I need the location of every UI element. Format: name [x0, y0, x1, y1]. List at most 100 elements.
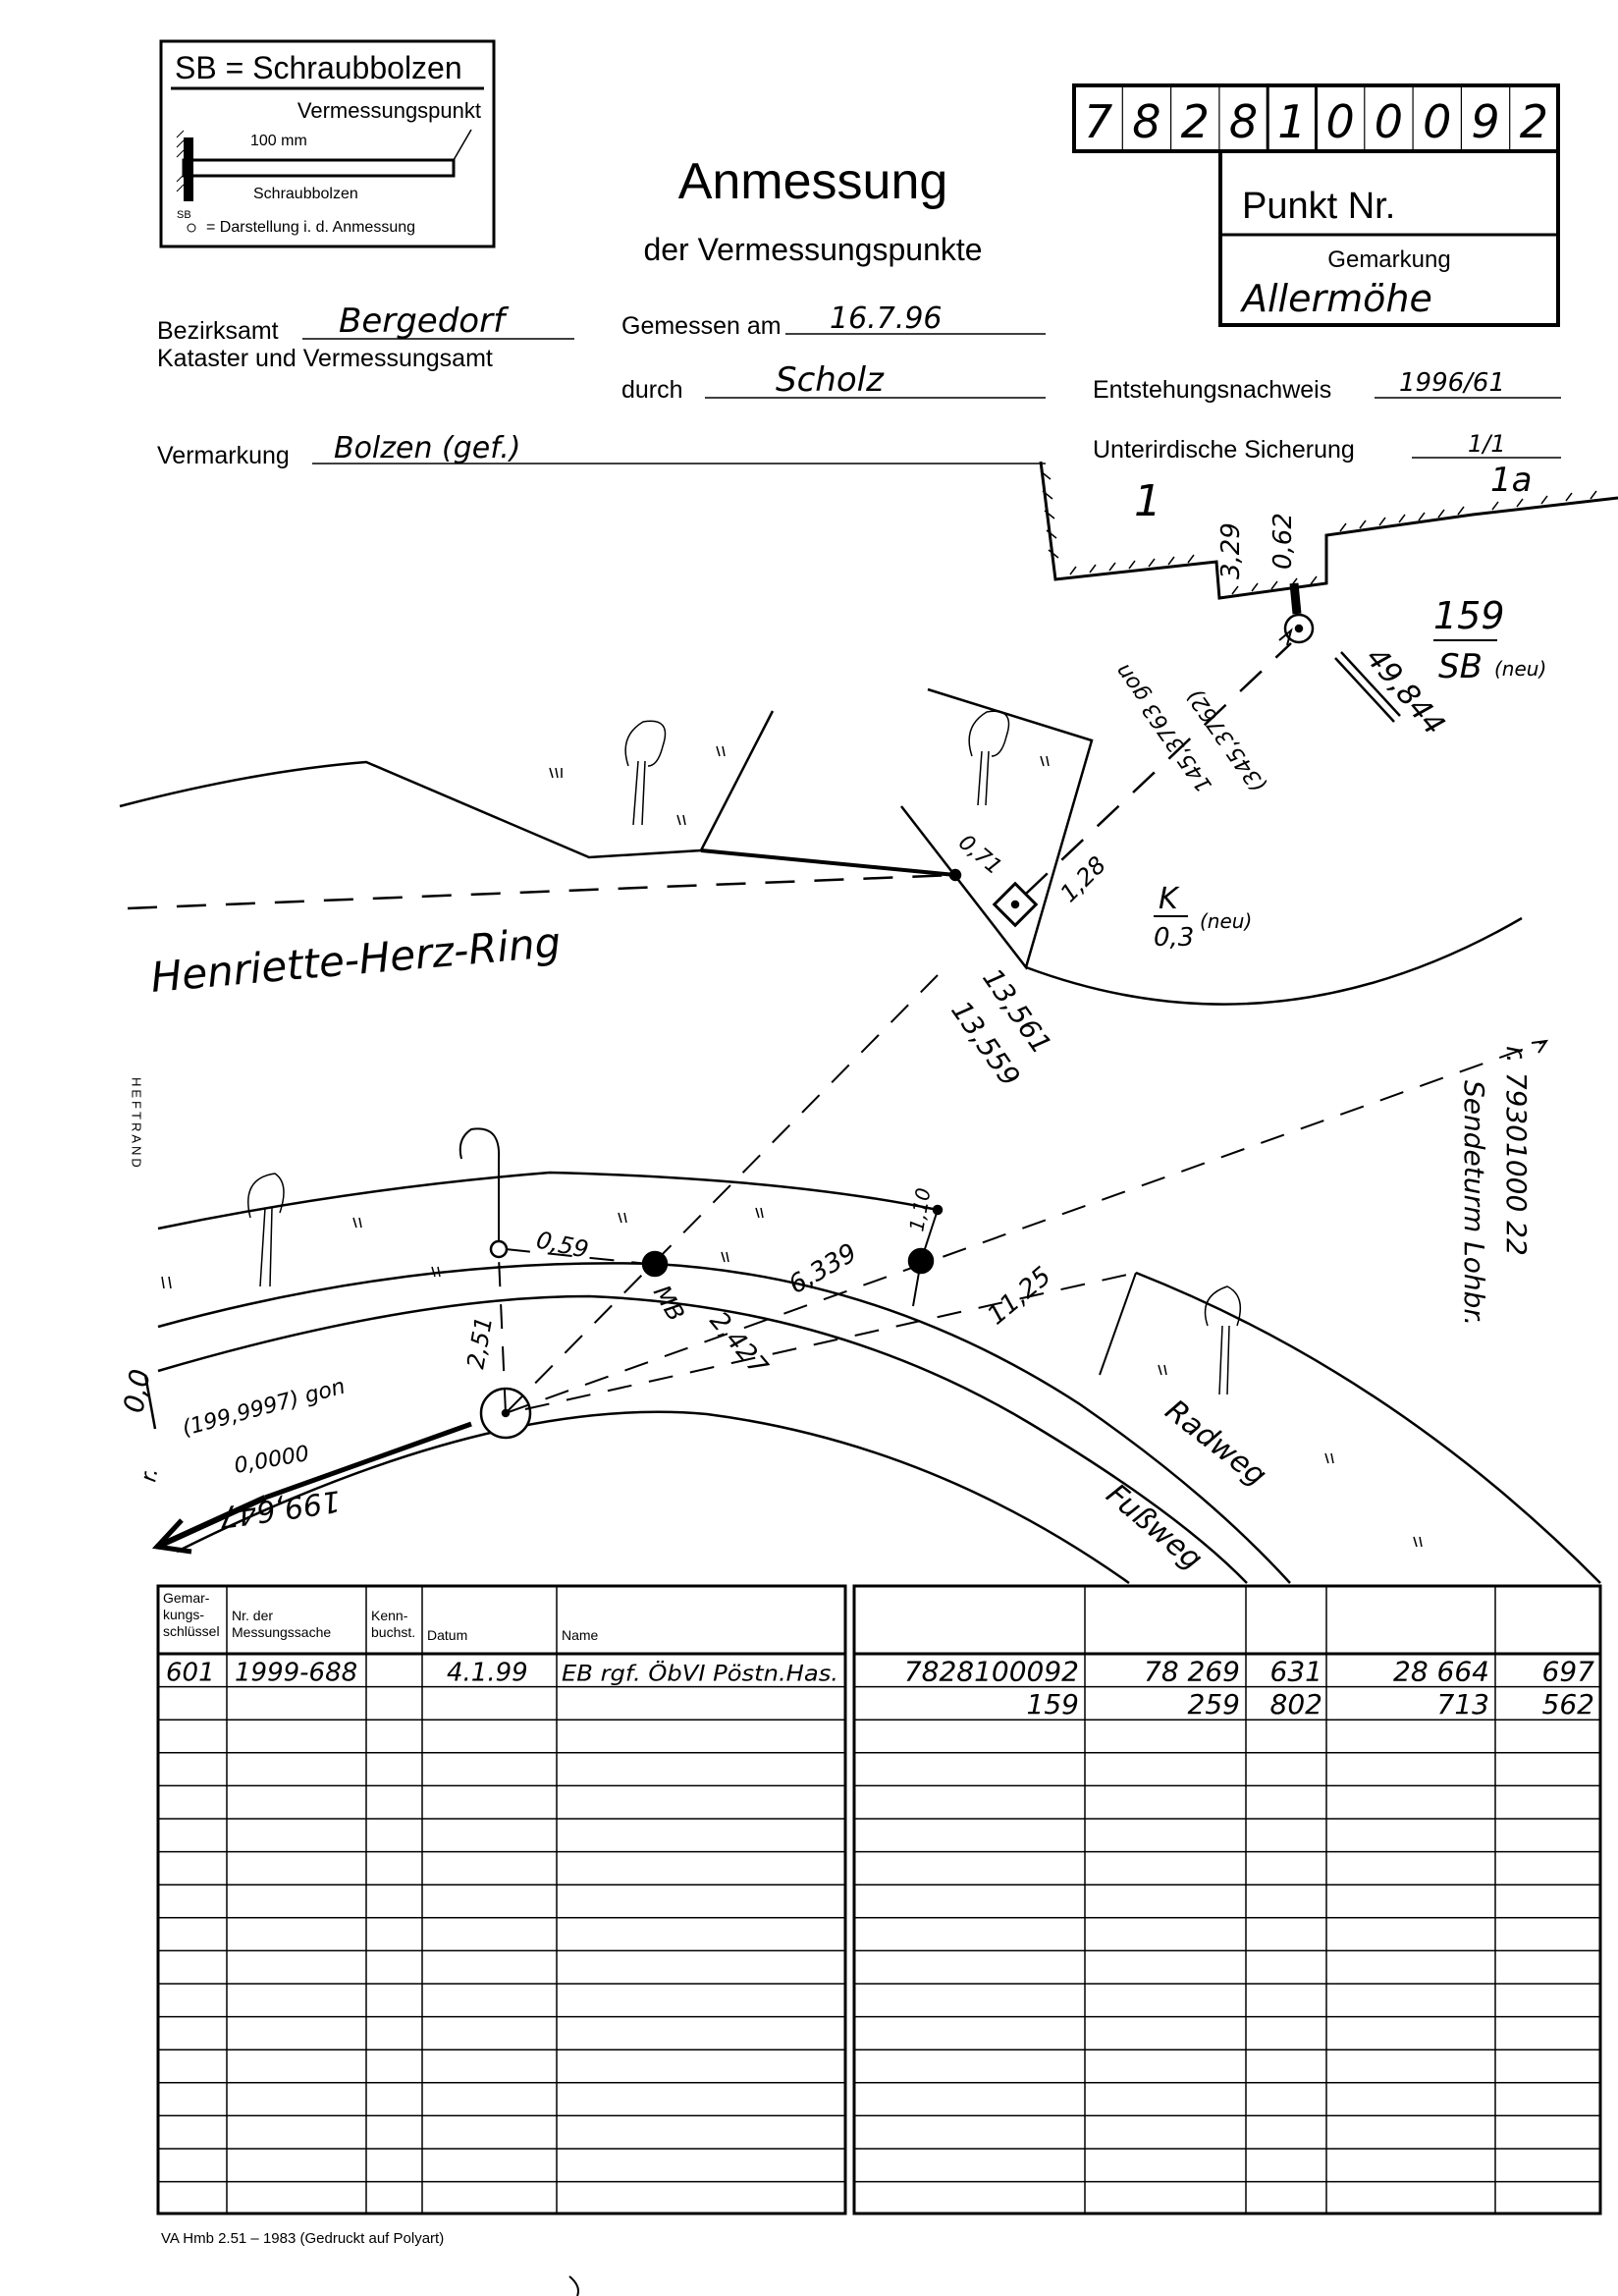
bezirksamt-label: Bezirksamt [157, 317, 279, 345]
dist-1125: 11,25 [982, 1262, 1056, 1332]
legend-vermessungspunkt: Vermessungspunkt [297, 98, 481, 123]
form-fields: Bezirksamt Bergedorf Kataster und Vermes… [157, 301, 1561, 469]
punkt-digit: 8 [1132, 95, 1160, 148]
punkt-digit: 9 [1471, 95, 1499, 148]
table-row: 159 259 802 713 562 [1027, 1688, 1594, 1721]
cell-schluessel: 601 [166, 1659, 215, 1688]
angle-145: 145,3763 gon [1110, 659, 1216, 796]
building-1a-label: 1a [1490, 461, 1532, 500]
wall-connector [1289, 582, 1302, 615]
cell-y2: 697 [1542, 1656, 1595, 1688]
form-footer: VA Hmb 2.51 – 1983 (Gedruckt auf Polyart… [161, 2230, 444, 2247]
dist-00: 0,0 [117, 1367, 156, 1416]
tree-icon [624, 720, 667, 826]
angle-0000: 0,0000 [233, 1442, 311, 1479]
legend-darstellung: = Darstellung i. d. Anmessung [206, 219, 415, 236]
sicherung-label: Unterirdische Sicherung [1093, 436, 1355, 464]
cell-x1: 259 [1188, 1688, 1240, 1721]
table-header: Kenn-buchst. [371, 1608, 415, 1640]
point-159-neu: (neu) [1494, 657, 1546, 681]
street-name: Henriette-Herz-Ring [149, 918, 563, 1002]
gemessen-label: Gemessen am [621, 312, 782, 340]
gemarkung-value: Allermöhe [1239, 277, 1432, 320]
punkt-label: Punkt Nr. [1242, 186, 1395, 227]
legend-box: SB = Schraubbolzen Vermessungspunkt 100 … [159, 39, 496, 248]
heftrand-label: HEFTRAND [130, 1077, 144, 1171]
entstehung-label: Entstehungsnachweis [1093, 376, 1331, 404]
cell-x2: 631 [1270, 1656, 1322, 1688]
page-subtitle: der Vermessungspunkte [643, 232, 982, 267]
point-159-marker [1283, 613, 1315, 644]
k-neu: (neu) [1200, 909, 1252, 933]
legend-title: SB = Schraubbolzen [175, 50, 462, 85]
cell-datum: 4.1.99 [447, 1659, 528, 1688]
sketch-labels: Henriette-Herz-Ring 1 1a 3,29 0,62 159 S… [117, 461, 1546, 1577]
point-159-type: SB [1438, 647, 1483, 686]
sb-symbol-icon [187, 223, 196, 233]
punkt-digit: 0 [1326, 95, 1355, 148]
k-marker [992, 881, 1039, 928]
building-1-label: 1 [1134, 476, 1161, 526]
gemessen-value: 16.7.96 [830, 301, 943, 336]
bolt-diagram-icon [176, 129, 472, 201]
table-row: 601 1999-688 4.1.99 EB rgf. ÖbVI Pöstn.Has.… [166, 1656, 1594, 1688]
r-left-label: r. [136, 1466, 163, 1484]
punkt-digit: 2 [1520, 95, 1548, 148]
fussweg-label: Fußweg [1100, 1477, 1209, 1576]
cell-x2: 802 [1270, 1688, 1322, 1721]
cell-punkt: 159 [1027, 1688, 1079, 1721]
dist-110: 1,10 [904, 1186, 935, 1233]
entstehung-value: 1996/61 [1399, 368, 1505, 398]
legend-symbol: SB [177, 209, 191, 221]
cell-y1: 713 [1437, 1688, 1489, 1721]
building-outline [1039, 461, 1618, 600]
table-header: Name [562, 1627, 599, 1643]
mb-label: MB [648, 1281, 690, 1326]
cell-nr: 1999-688 [235, 1659, 357, 1688]
table-header: Datum [427, 1627, 467, 1643]
kataster-label: Kataster und Vermessungsamt [157, 345, 493, 372]
tree-icon [968, 710, 1010, 806]
survey-sketch [119, 461, 1618, 1585]
punkt-digit: 0 [1375, 95, 1403, 148]
punkt-digit: 8 [1229, 95, 1258, 148]
bezirksamt-value: Bergedorf [339, 301, 510, 341]
punkt-digit: 1 [1277, 95, 1306, 148]
vermarkung-value: Bolzen (gef.) [334, 431, 521, 465]
dist-329: 3,29 [1216, 522, 1246, 579]
cell-y2: 562 [1542, 1688, 1594, 1721]
reference-point: r. 79301000 22 [1500, 1046, 1533, 1256]
arrow-icon [151, 1518, 192, 1555]
table-header: Gemar-kungs-schlüssel [163, 1590, 220, 1639]
k-value: 0,3 [1154, 923, 1194, 953]
legend-bolt: Schraubbolzen [253, 186, 358, 202]
k-label: K [1159, 882, 1180, 916]
dist-071: 0,71 [953, 830, 1006, 880]
cell-punkt: 7828100092 [904, 1656, 1079, 1688]
angle-199: (199,9997) gon [180, 1375, 348, 1442]
point-159-label: 159 [1433, 594, 1505, 637]
vermarkung-label: Vermarkung [157, 442, 290, 469]
punkt-digit: 7 [1084, 95, 1112, 148]
tree-icon [247, 1173, 285, 1287]
gemarkung-label: Gemarkung [1327, 246, 1450, 273]
reference-name: Sendeturm Lohbr. [1458, 1080, 1490, 1326]
page-title: Anmessung [678, 153, 948, 210]
dist-062: 0,62 [1268, 513, 1298, 570]
building-hatching [1040, 470, 1597, 595]
radweg-label: Radweg [1159, 1394, 1272, 1494]
cell-x1: 78 269 [1144, 1656, 1240, 1688]
dist-059: 0,59 [534, 1226, 591, 1263]
cell-y1: 28 664 [1393, 1656, 1489, 1688]
punkt-digit: 0 [1423, 95, 1451, 148]
durch-value-signature: Scholz [776, 360, 885, 400]
punkt-digit: 2 [1181, 95, 1210, 148]
dist-251: 2,51 [461, 1315, 498, 1371]
legend-length: 100 mm [250, 133, 307, 149]
cell-name: EB rgf. ÖbVI Pöstn.Has. [562, 1662, 838, 1687]
tree-icon [1204, 1285, 1242, 1395]
